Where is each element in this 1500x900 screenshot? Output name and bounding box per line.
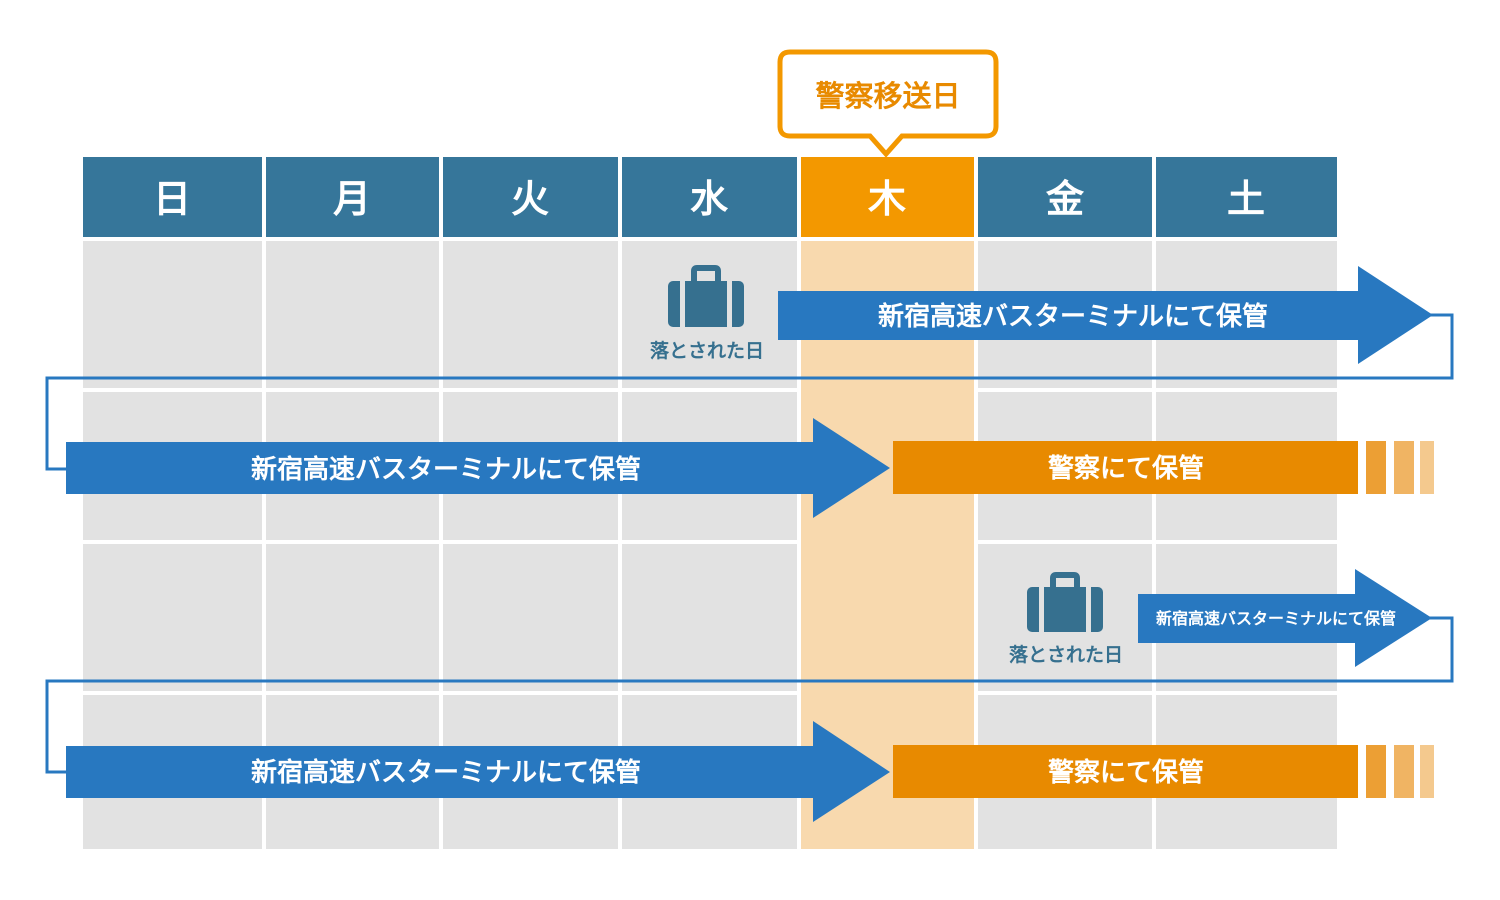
day-label-tue: 火 xyxy=(511,177,549,221)
terminal-storage-label: 新宿高速バスターミナルにて保管 xyxy=(251,757,641,788)
lost-day-label: 落とされた日 xyxy=(650,339,764,362)
terminal-storage-arrow xyxy=(778,266,1433,364)
calendar-cell xyxy=(266,241,439,388)
header-cell-wed xyxy=(622,157,797,237)
police-storage-fade xyxy=(1366,441,1386,494)
day-label-mon: 月 xyxy=(333,177,371,221)
police-storage-fade xyxy=(1420,745,1434,798)
calendar-cell xyxy=(83,241,262,388)
terminal-storage-arrow xyxy=(66,418,890,518)
terminal-storage-arrow xyxy=(1138,569,1432,667)
calendar-cell xyxy=(443,544,618,691)
police-storage-label: 警察にて保管 xyxy=(1048,757,1204,788)
header-cell-sun xyxy=(83,157,262,237)
suitcase-icon xyxy=(1027,572,1103,632)
header-cell-thu xyxy=(801,157,974,237)
day-label-sat: 土 xyxy=(1227,177,1265,221)
terminal-storage-arrow xyxy=(66,721,890,822)
terminal-storage-label: 新宿高速バスターミナルにて保管 xyxy=(1156,609,1396,628)
day-label-wed: 水 xyxy=(690,177,729,221)
police-storage-fade xyxy=(1394,441,1414,494)
suitcase-icon xyxy=(668,265,744,327)
day-label-thu: 木 xyxy=(868,177,906,221)
scenario-2: 落とされた日 新宿高速バスターミナルにて保管 新宿高速バスターミナルにて保管 警… xyxy=(45,569,1454,822)
header-cell-fri xyxy=(978,157,1152,237)
police-storage-fade xyxy=(1420,441,1434,494)
lost-day-label: 落とされた日 xyxy=(1009,643,1123,666)
police-storage-label: 警察にて保管 xyxy=(1048,453,1204,484)
police-storage-bar xyxy=(893,441,1358,494)
callout-label: 警察移送日 xyxy=(815,79,960,113)
weekday-header: 日 月 火 水 木 金 土 xyxy=(83,157,1337,237)
scenario-1: 落とされた日 新宿高速バスターミナルにて保管 新宿高速バスターミナルにて保管 警… xyxy=(45,265,1454,518)
calendar-cell xyxy=(622,544,797,691)
terminal-storage-label: 新宿高速バスターミナルにて保管 xyxy=(878,301,1268,332)
header-cell-mon xyxy=(266,157,439,237)
terminal-storage-label: 新宿高速バスターミナルにて保管 xyxy=(251,454,641,485)
day-label-sun: 日 xyxy=(153,177,191,221)
week-wrap-connector xyxy=(45,313,1454,471)
police-transfer-callout: 警察移送日 xyxy=(777,49,999,158)
calendar-cell xyxy=(83,544,262,691)
day-label-fri: 金 xyxy=(1045,177,1085,221)
calendar-cell xyxy=(266,544,439,691)
week-wrap-connector xyxy=(45,616,1454,774)
calendar-cell xyxy=(443,241,618,388)
police-storage-fade xyxy=(1394,745,1414,798)
header-cell-sat xyxy=(1156,157,1337,237)
police-storage-fade xyxy=(1366,745,1386,798)
police-storage-bar xyxy=(893,745,1358,798)
header-cell-tue xyxy=(443,157,618,237)
